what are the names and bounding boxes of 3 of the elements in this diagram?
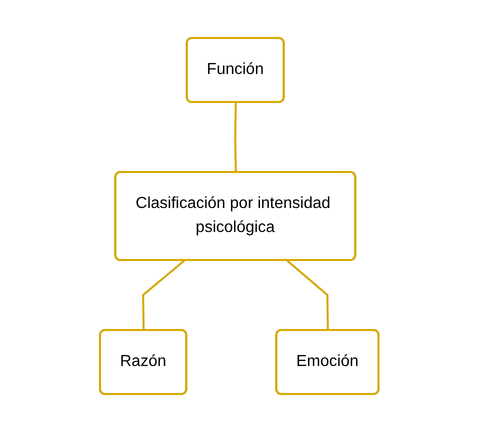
connector	[142, 260, 185, 331]
connector	[286, 260, 329, 331]
connector	[234, 102, 236, 173]
